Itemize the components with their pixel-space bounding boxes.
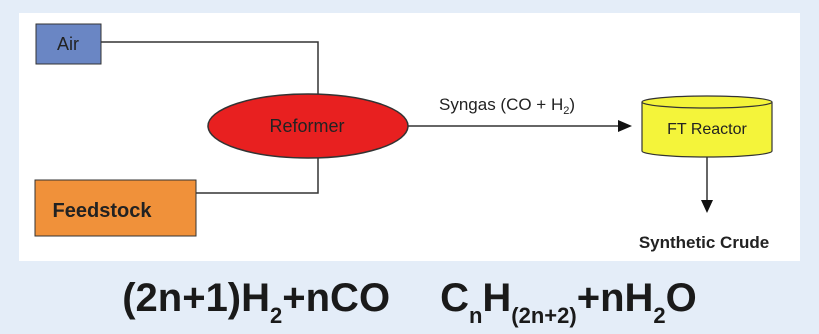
air-to-reformer-line <box>101 41 319 96</box>
equation-reactants: (2n+1)H2+nCO <box>122 275 391 328</box>
ft-reactor-label: FT Reactor <box>667 121 747 138</box>
feedstock-label: Feedstock <box>53 200 153 222</box>
ft-reactor-body <box>641 102 773 158</box>
crude-arrowhead <box>701 200 713 213</box>
air-label: Air <box>57 34 79 54</box>
ft-reactor-top <box>641 95 773 109</box>
synthetic-crude-label: Synthetic Crude <box>639 233 769 252</box>
feedstock-to-reformer-line <box>196 154 319 194</box>
syngas-label: Syngas (CO + H2) <box>439 95 575 117</box>
ft-arrowhead <box>618 120 632 132</box>
ft-reactor-node <box>641 95 773 158</box>
equation-products: CnH(2n+2)+nH2O <box>440 275 697 328</box>
air-box <box>35 23 102 65</box>
feedstock-box <box>34 179 197 237</box>
reformer-label: Reformer <box>269 116 344 136</box>
ft-reaction-equation: (2n+1)H2+nCO CnH(2n+2)+nH2O <box>0 262 819 334</box>
reformer-node <box>207 93 409 159</box>
